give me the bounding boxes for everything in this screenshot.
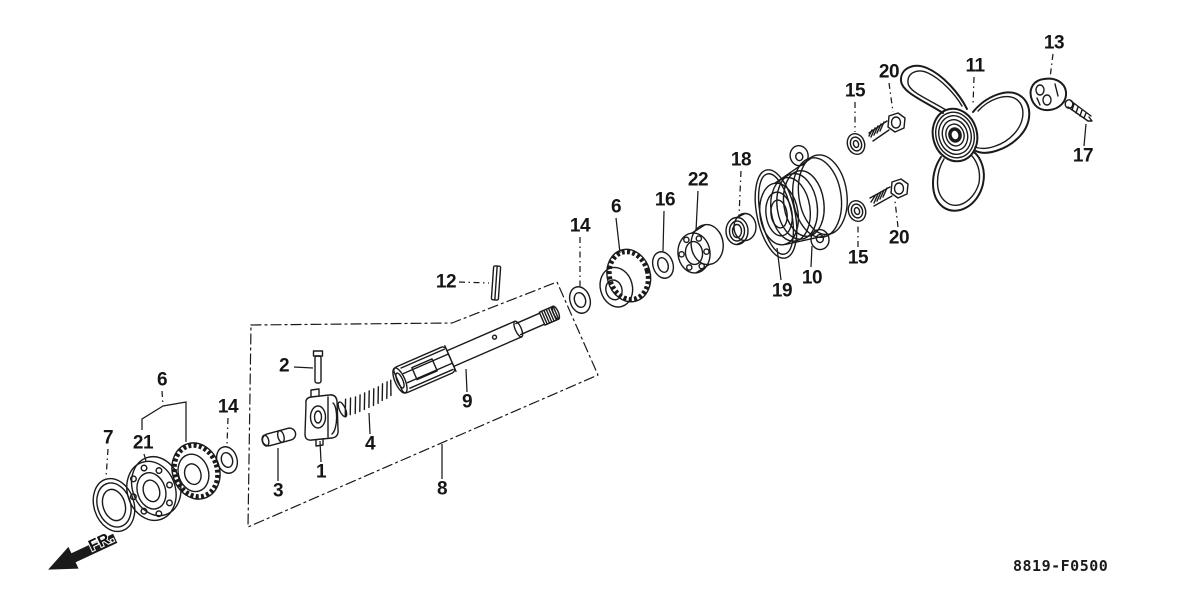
- leader-line-21: [143, 453, 147, 462]
- part-callout-2: 2: [279, 356, 289, 377]
- part-7-seal-washer: [92, 477, 136, 533]
- part-17-screw: [1064, 99, 1093, 122]
- part-9-propeller-shaft: [392, 305, 561, 394]
- part-11-propeller: [899, 64, 1031, 212]
- part-callout-21: 21: [133, 433, 154, 454]
- leader-line-22: [695, 190, 699, 232]
- leader-line-20: [888, 82, 894, 113]
- front-direction-arrow: FR.: [48, 528, 118, 570]
- part-4-spring: [337, 379, 392, 418]
- part-callout-3: 3: [273, 481, 283, 502]
- part-22-ball-bearing: [677, 223, 724, 274]
- part-callout-18: 18: [731, 150, 751, 171]
- part-callout-14: 14: [570, 216, 591, 237]
- part-6-gear-left: [171, 442, 221, 500]
- part-13-propeller-cap: [1029, 77, 1068, 112]
- part-callout-16: 16: [655, 190, 675, 211]
- part-callout-10: 10: [802, 268, 822, 289]
- part-callout-1: 1: [316, 462, 327, 483]
- part-21-ball-bearing: [126, 455, 182, 522]
- part-2-clutch-pin: [312, 350, 324, 384]
- part-3-shift-plunger: [261, 427, 297, 447]
- part-18-needle-bearing: [725, 212, 757, 246]
- part-12-roll-pin: [490, 265, 502, 301]
- part-callout-7: 7: [103, 428, 113, 449]
- front-direction-label: FR.: [86, 529, 117, 555]
- label-6-left-bracket: [141, 401, 187, 442]
- subassembly-8-dashed-box: [247, 281, 599, 528]
- part-callout-22: 22: [688, 170, 708, 191]
- leader-line-2: [293, 366, 314, 369]
- part-callout-17: 17: [1073, 146, 1093, 167]
- leader-line-13: [1049, 53, 1054, 79]
- part-16-thrust-washer: [651, 251, 675, 279]
- part-20-bolt-top: [868, 112, 906, 142]
- part-14-washer-right: [568, 286, 592, 314]
- part-callout-11: 11: [965, 56, 985, 77]
- leader-line-14: [226, 417, 229, 446]
- part-15-flange-nut-bottom: [847, 199, 867, 223]
- part-callout-12: 12: [436, 272, 456, 293]
- part-20-bolt-bottom: [869, 178, 909, 207]
- part-callout-9: 9: [462, 392, 472, 413]
- leader-line-7: [105, 448, 109, 479]
- part-10-bearing-carrier: [759, 144, 848, 251]
- part-callout-20: 20: [879, 62, 899, 83]
- leader-line-6: [615, 217, 621, 254]
- part-callout-14: 14: [218, 397, 239, 418]
- part-callout-15: 15: [845, 81, 866, 102]
- leader-line-10: [810, 245, 813, 268]
- leader-line-19: [776, 247, 782, 281]
- part-callout-13: 13: [1044, 33, 1064, 54]
- part-callout-19: 19: [772, 281, 792, 302]
- leader-line-20: [894, 200, 899, 228]
- leader-line-9: [465, 368, 468, 393]
- leader-line-6: [161, 390, 164, 407]
- leader-line-12: [458, 281, 490, 284]
- part-callout-20: 20: [889, 228, 909, 249]
- part-1-clutch-shifter: [304, 388, 339, 447]
- part-14-washer-left: [215, 446, 239, 474]
- part-callout-8: 8: [437, 479, 447, 500]
- part-callout-4: 4: [365, 434, 376, 455]
- part-15-flange-nut-top: [846, 132, 866, 156]
- leader-line-16: [662, 210, 665, 252]
- leader-line-1: [319, 440, 322, 463]
- leader-line-18: [738, 170, 742, 217]
- leader-line-4: [368, 412, 371, 435]
- part-callout-15: 15: [848, 248, 869, 269]
- leader-line-11: [972, 76, 975, 107]
- leader-line-17: [1083, 123, 1087, 147]
- part-callout-6: 6: [611, 197, 621, 218]
- part-6-bevel-gear-right: [599, 248, 652, 308]
- figure-code: 8819-F0500: [1013, 557, 1108, 575]
- part-callout-6: 6: [157, 370, 167, 391]
